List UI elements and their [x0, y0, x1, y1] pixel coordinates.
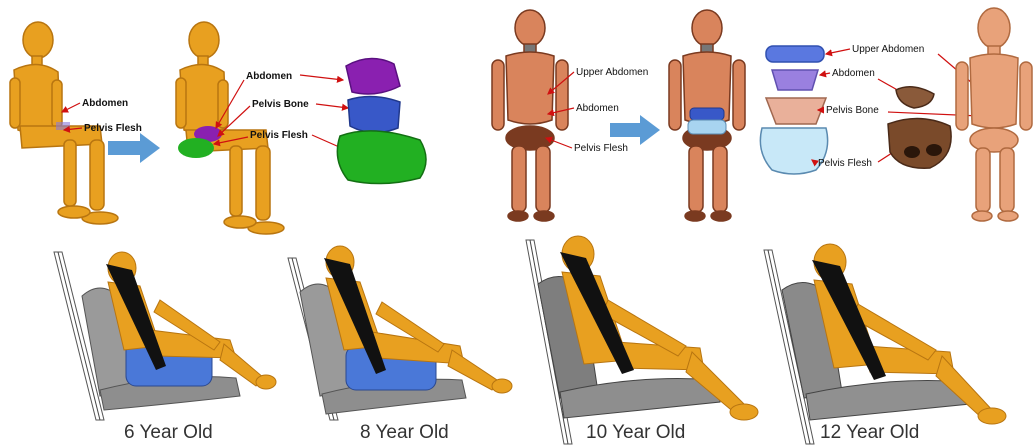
caption-6-year-old: 6 Year Old	[124, 422, 213, 444]
seated-dummy-8yo	[288, 246, 512, 420]
svg-text:Upper Abdomen: Upper Abdomen	[576, 67, 648, 78]
svg-text:Abdomen: Abdomen	[576, 103, 619, 114]
seated-dummy-6yo	[54, 252, 276, 420]
standing-dummy-left	[492, 10, 568, 221]
exploded-pelvis-bone	[348, 96, 400, 132]
exploded-abdomen-right	[772, 70, 818, 90]
caption-10-year-old: 10 Year Old	[586, 422, 685, 444]
label-abdomen-1: Abdomen	[62, 98, 128, 112]
svg-text:Upper Abdomen: Upper Abdomen	[852, 44, 924, 55]
svg-text:Pelvis Flesh: Pelvis Flesh	[818, 158, 872, 169]
svg-text:Pelvis Flesh: Pelvis Flesh	[574, 143, 628, 154]
seated-dummy-12yo	[764, 244, 1006, 444]
exploded-abdomen	[346, 58, 400, 94]
caption-12-year-old: 12 Year Old	[820, 422, 919, 444]
standing-dummy-wood	[956, 8, 1032, 221]
brown-abdomen-piece	[896, 87, 934, 108]
seated-dummy-10yo	[526, 236, 758, 444]
svg-text:Pelvis Bone: Pelvis Bone	[826, 105, 879, 116]
svg-text:Pelvis Flesh: Pelvis Flesh	[250, 130, 308, 141]
exploded-pelvis-flesh	[337, 131, 426, 184]
exploded-pelvis-bone-right	[766, 98, 826, 124]
svg-text:Pelvis Bone: Pelvis Bone	[252, 99, 309, 110]
transition-arrow-right	[610, 115, 660, 145]
seated-dummy-segmented	[176, 22, 284, 234]
brown-pelvis-piece	[888, 118, 951, 168]
label-pelvis-flesh-3: Pelvis Flesh	[546, 138, 628, 154]
label-abdomen-4: Abdomen	[820, 68, 908, 96]
svg-text:Abdomen: Abdomen	[82, 98, 128, 109]
exploded-upper-abdomen	[766, 46, 824, 62]
caption-8-year-old: 8 Year Old	[360, 422, 449, 444]
svg-text:Abdomen: Abdomen	[246, 71, 292, 82]
transition-arrow-left	[108, 133, 160, 163]
svg-text:Abdomen: Abdomen	[832, 68, 875, 79]
svg-text:Pelvis Flesh: Pelvis Flesh	[84, 123, 142, 134]
